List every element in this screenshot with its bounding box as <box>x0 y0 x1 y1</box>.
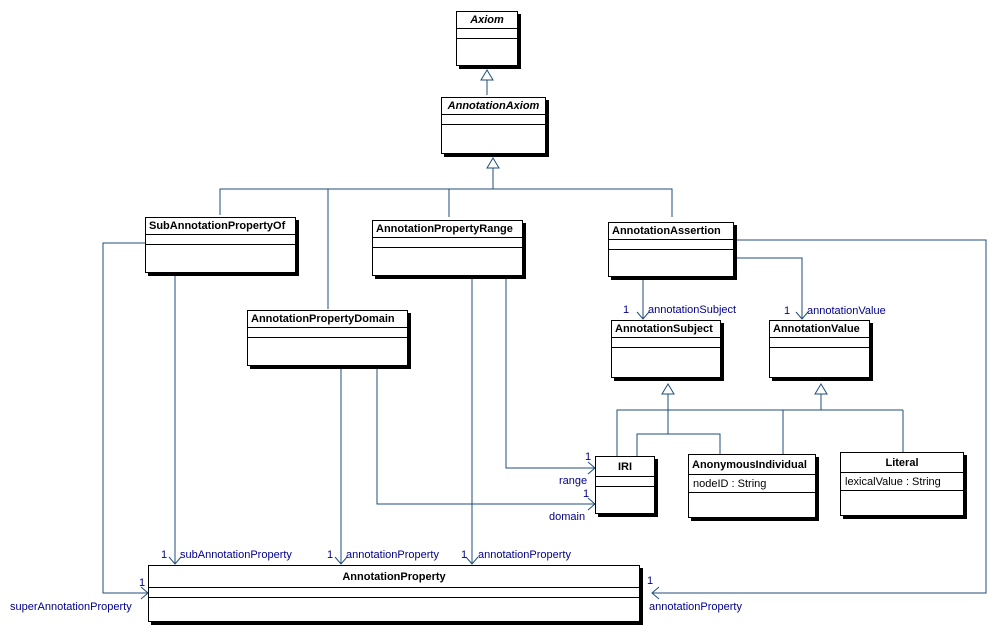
open-arrow-icon <box>636 311 650 320</box>
class-name: AnnotationSubject <box>612 321 720 338</box>
generalization-bus <box>219 188 673 217</box>
role-annotation-subject: annotationSubject <box>648 304 737 316</box>
generalization-bus <box>636 433 721 456</box>
association-line <box>652 239 987 594</box>
attributes-compartment <box>457 29 517 39</box>
multiplicity-label: 1 <box>585 451 592 463</box>
multiplicity-label: 1 <box>623 304 630 316</box>
class-name: AnnotationAssertion <box>609 223 733 240</box>
role-sub-annotation-property: subAnnotationProperty <box>180 549 292 561</box>
role-super-annotation-property: superAnnotationProperty <box>10 601 132 613</box>
class-name: SubAnnotationPropertyOf <box>146 218 295 235</box>
multiplicity-label: 1 <box>583 488 590 500</box>
attributes-compartment <box>442 115 545 125</box>
role-annotation-property: annotationProperty <box>649 601 742 613</box>
multiplicity-label: 1 <box>784 305 791 317</box>
class-sub-annotation-property-of[interactable]: SubAnnotationPropertyOf <box>145 217 296 273</box>
multiplicity-label: 1 <box>139 577 146 589</box>
class-literal[interactable]: Literal lexicalValue : String <box>840 452 964 516</box>
multiplicity-label: 1 <box>461 549 468 561</box>
class-name: AnnotationValue <box>770 321 869 338</box>
multiplicity-label: 1 <box>647 575 654 587</box>
class-annotation-assertion[interactable]: AnnotationAssertion <box>608 222 734 277</box>
class-name: Literal <box>841 453 963 473</box>
class-name: AnnotationProperty <box>149 566 639 588</box>
attributes-compartment <box>770 338 869 348</box>
class-name: AnonymousIndividual <box>689 455 815 475</box>
open-arrow-icon <box>334 556 348 565</box>
class-name: AnnotationPropertyRange <box>373 221 522 238</box>
class-name: IRI <box>596 457 654 477</box>
attributes-compartment <box>373 238 522 248</box>
class-annotation-property[interactable]: AnnotationProperty <box>148 565 640 622</box>
class-iri[interactable]: IRI <box>595 456 655 514</box>
association-line <box>505 273 595 469</box>
class-annotation-axiom[interactable]: AnnotationAxiom <box>441 97 546 154</box>
role-annotation-property: annotationProperty <box>478 549 571 561</box>
attributes-compartment <box>612 338 720 348</box>
role-annotation-value: annotationValue <box>807 305 886 317</box>
multiplicity-label: 1 <box>161 549 168 561</box>
attributes-compartment <box>609 240 733 250</box>
open-arrow-icon <box>795 311 809 320</box>
class-annotation-subject[interactable]: AnnotationSubject <box>611 320 721 378</box>
attributes-compartment <box>146 235 295 245</box>
attributes-compartment <box>596 477 654 487</box>
inheritance-arrow-icon <box>480 69 494 81</box>
class-name: AnnotationAxiom <box>442 98 545 115</box>
association-line <box>734 257 803 318</box>
multiplicity-label: 1 <box>327 549 334 561</box>
class-annotation-value[interactable]: AnnotationValue <box>769 320 870 378</box>
attribute-lexical-value: lexicalValue : String <box>841 473 963 491</box>
class-axiom[interactable]: Axiom <box>456 11 518 66</box>
class-name: Axiom <box>457 12 517 29</box>
inheritance-arrow-icon <box>486 157 500 169</box>
role-range: range <box>559 475 588 487</box>
open-arrow-icon <box>168 556 182 565</box>
open-arrow-icon <box>465 556 479 565</box>
generalization-bus <box>616 409 784 456</box>
attributes-compartment <box>149 588 639 598</box>
class-anonymous-individual[interactable]: AnonymousIndividual nodeID : String <box>688 454 816 518</box>
inheritance-arrow-icon <box>661 383 675 395</box>
role-annotation-property: annotationProperty <box>346 549 439 561</box>
role-domain: domain <box>549 511 586 523</box>
association-line <box>102 242 148 594</box>
open-arrow-icon <box>651 586 660 600</box>
class-name: AnnotationPropertyDomain <box>248 311 407 328</box>
class-annotation-property-range[interactable]: AnnotationPropertyRange <box>372 220 523 276</box>
class-annotation-property-domain[interactable]: AnnotationPropertyDomain <box>247 310 408 366</box>
association-line <box>376 366 595 505</box>
attributes-compartment <box>248 328 407 338</box>
inheritance-arrow-icon <box>814 383 828 395</box>
attribute-node-id: nodeID : String <box>689 475 815 493</box>
